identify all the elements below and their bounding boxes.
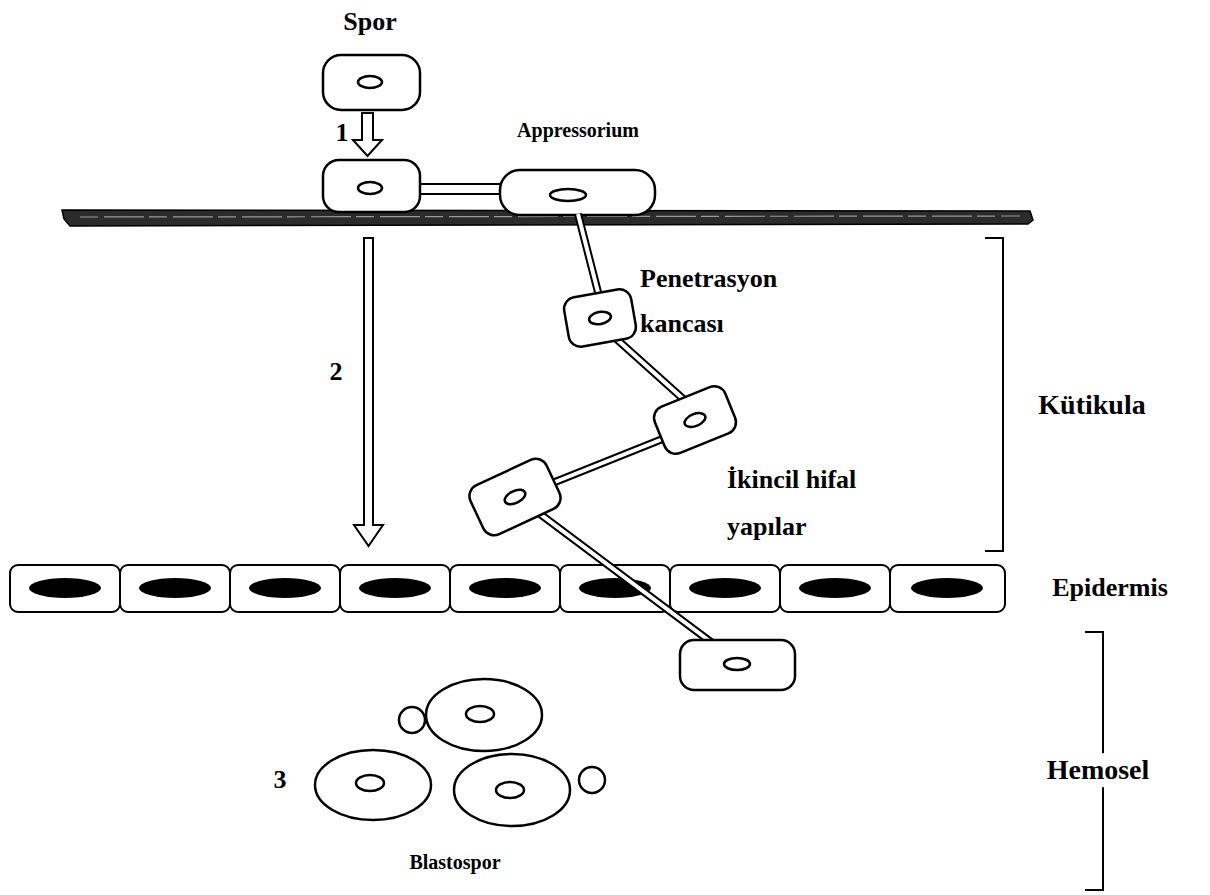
nucleus bbox=[358, 76, 382, 88]
germ-tube bbox=[418, 184, 502, 194]
structure-label: İkincil hifal yapılar bbox=[727, 456, 917, 550]
spore-cell bbox=[323, 55, 420, 110]
nucleus bbox=[550, 189, 586, 201]
spore-label: Spor bbox=[343, 6, 396, 37]
nucleus bbox=[358, 182, 382, 194]
epidermis-row bbox=[10, 565, 1005, 612]
bracket bbox=[985, 238, 1003, 551]
appressorium-cell bbox=[500, 170, 655, 215]
hollow-arrow bbox=[354, 238, 383, 546]
layer-label: Kütikula bbox=[1038, 388, 1145, 422]
callout-number: 2 bbox=[330, 356, 343, 387]
layer-label: Hemosel bbox=[1044, 753, 1153, 787]
spore-cell bbox=[323, 160, 420, 212]
structure-label: Penetrasyon kancası bbox=[640, 256, 830, 346]
hollow-arrow bbox=[353, 113, 382, 156]
structure-label: Blastospor bbox=[409, 850, 500, 874]
structure-label: Appressorium bbox=[517, 118, 639, 142]
callout-number: 1 bbox=[336, 117, 349, 148]
layer-label: Epidermis bbox=[1052, 572, 1168, 603]
callout-number: 3 bbox=[274, 764, 287, 795]
blastospore bbox=[315, 679, 605, 826]
